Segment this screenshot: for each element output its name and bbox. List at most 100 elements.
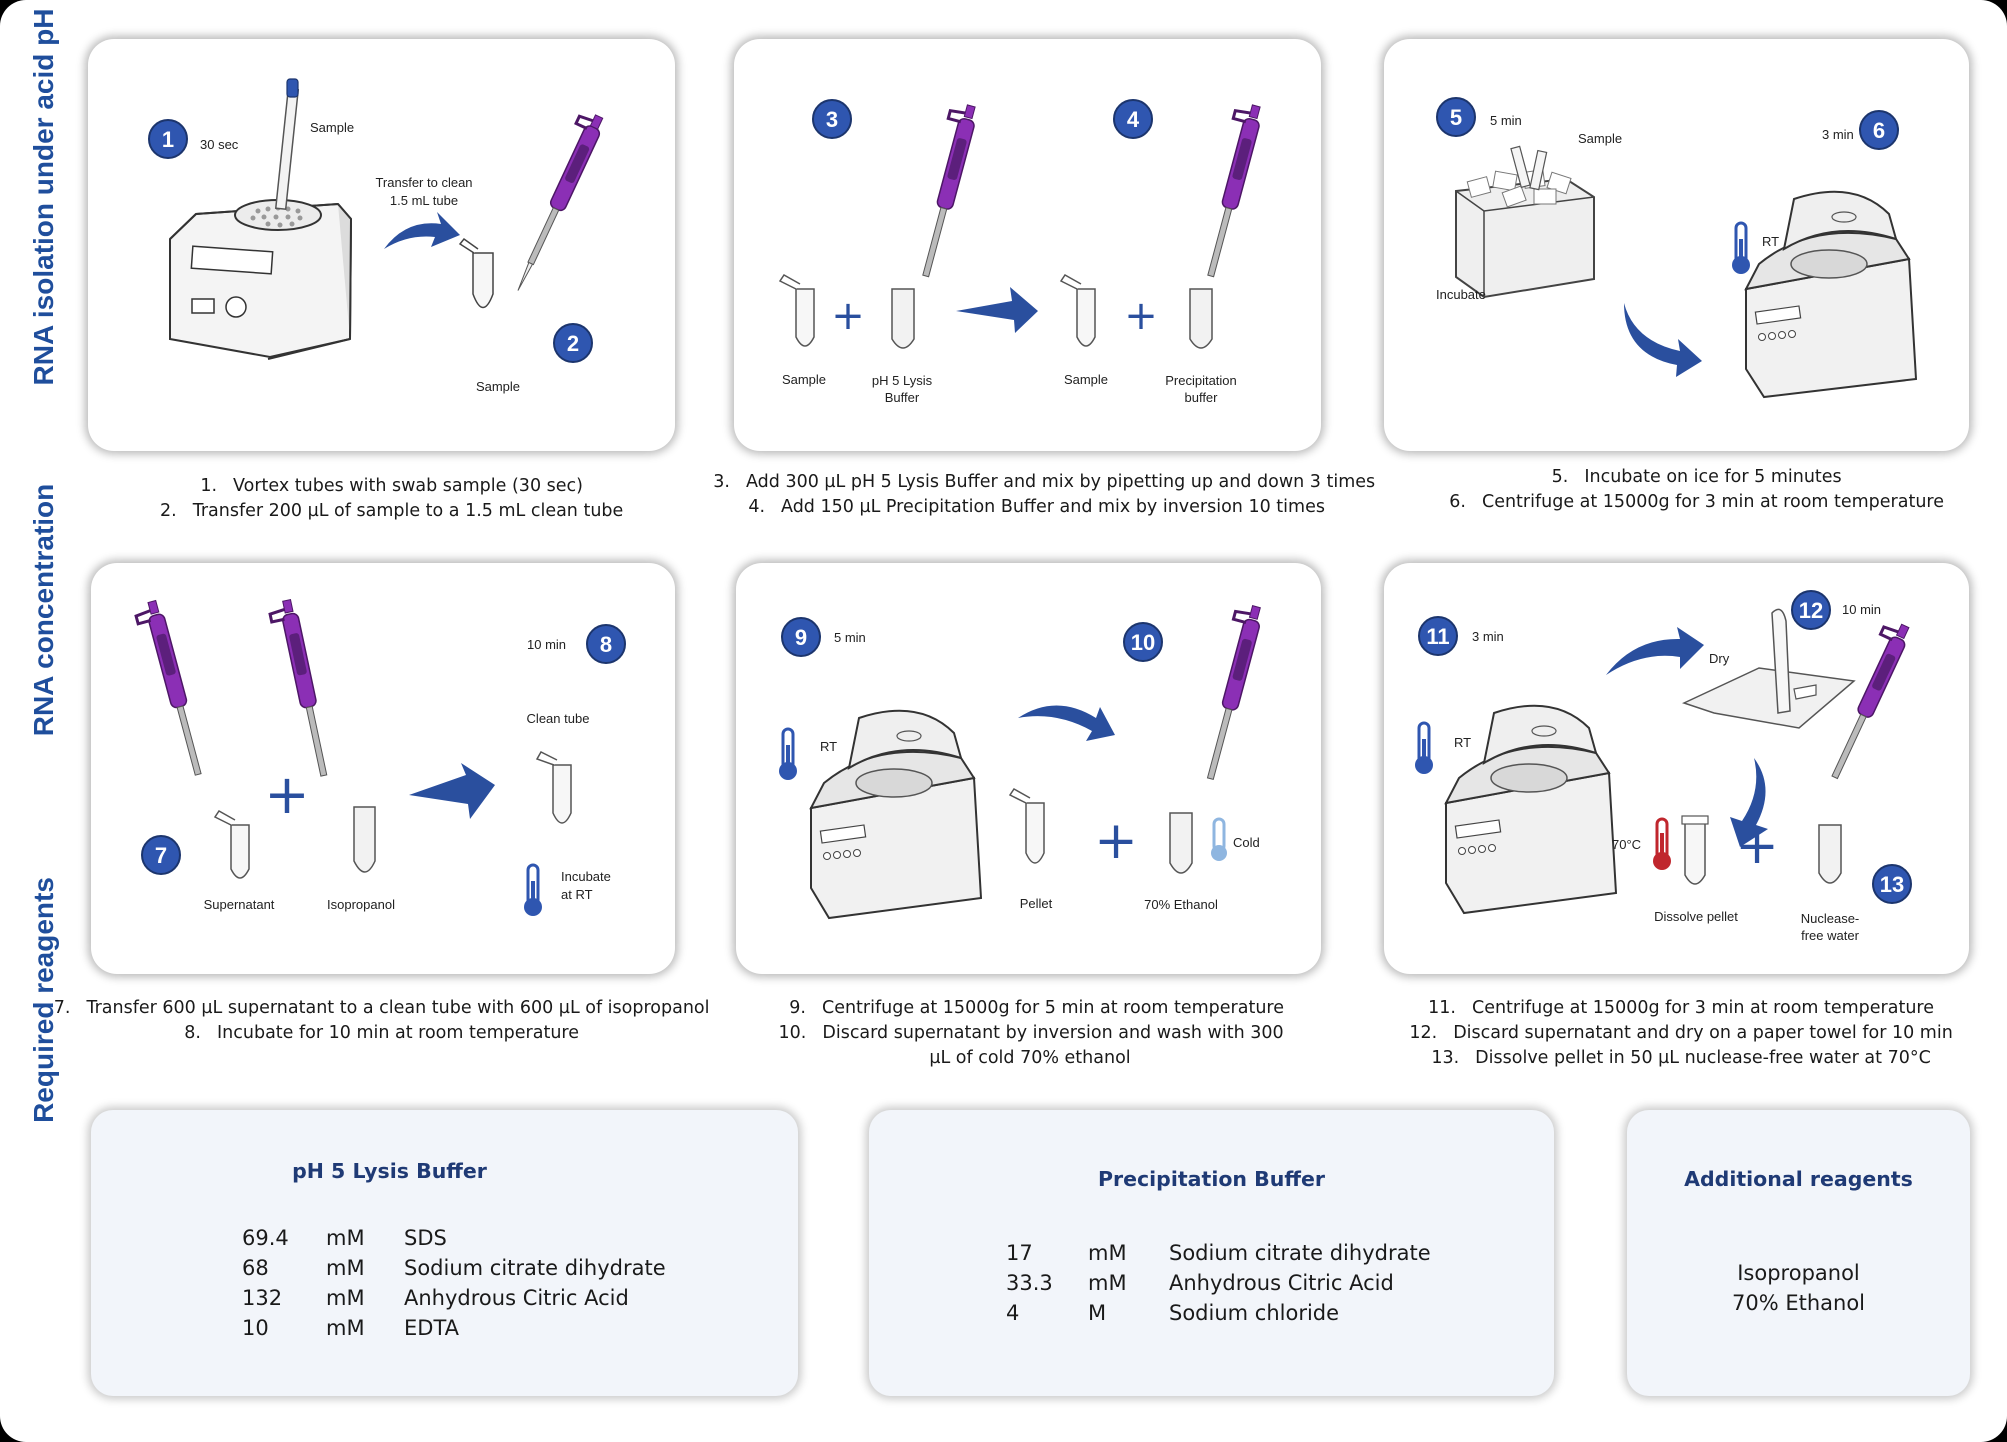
svg-text:6: 6 [1873, 118, 1885, 143]
arrow-icon [1018, 705, 1115, 741]
step-badge-8: 8 [586, 624, 626, 664]
lysis-label-line2: Buffer [885, 390, 920, 405]
rt-label: RT [1454, 735, 1471, 750]
step-line: 5.Incubate on ice for 5 minutes [1551, 467, 1842, 487]
step-badge-6: 6 [1859, 110, 1899, 150]
svg-text:9: 9 [795, 625, 807, 650]
tube-icon [1818, 824, 1842, 884]
panel-1-illustration: 1 30 sec Sample Transfer to clean 1.5 mL… [148, 78, 604, 394]
pipette-icon [1831, 623, 1910, 780]
svg-text:5: 5 [1450, 105, 1462, 130]
step-line: 2.Transfer 200 µL of sample to a 1.5 mL … [160, 501, 624, 521]
thermometer-icon [524, 863, 542, 916]
precip-label-line1: Precipitation [1165, 373, 1237, 388]
arrow-icon [384, 212, 460, 249]
svg-text:13: 13 [1880, 872, 1904, 897]
svg-text:8: 8 [600, 632, 612, 657]
tube-icon [778, 274, 815, 347]
step-line: 11.Centrifuge at 15000g for 3 min at roo… [1428, 998, 1935, 1018]
step-badge-10: 10 [1123, 622, 1163, 662]
pellet-label: Pellet [1020, 896, 1053, 911]
panel-5-illustration: 9 5 min RT 1 [779, 605, 1261, 920]
centrifuge-icon [1444, 704, 1618, 915]
panel-2-illustration: 3 4 Sample + pH [778, 99, 1261, 405]
svg-text:4: 4 [1127, 107, 1140, 132]
steps-caption-1-2: 1.Vortex tubes with swab sample (30 sec)… [140, 474, 630, 524]
plus-icon: + [1735, 816, 1779, 876]
tube-icon [1681, 815, 1709, 885]
tube-icon [1008, 788, 1045, 864]
vortex-mixer-icon [169, 199, 353, 360]
pipette-icon [134, 599, 202, 776]
panel-steps-1-2: 1 30 sec Sample Transfer to clean 1.5 mL… [88, 39, 675, 451]
tube-icon [353, 806, 376, 873]
arrow-icon [409, 763, 495, 819]
arrow-icon [1606, 627, 1704, 675]
plus-icon: + [1094, 811, 1138, 871]
reagent-card-title: Precipitation Buffer [1097, 1167, 1326, 1191]
time-label: 10 min [1842, 602, 1881, 617]
step-badge-13: 13 [1872, 864, 1912, 904]
plus-icon: + [1124, 293, 1158, 339]
dry-label: Dry [1709, 651, 1730, 666]
step-line: 4.Add 150 µL Precipitation Buffer and mi… [748, 497, 1325, 517]
step-line: µL of cold 70% ethanol [929, 1048, 1131, 1068]
step-line: 12.Discard supernatant and dry on a pape… [1409, 1023, 1953, 1043]
step-badge-9: 9 [781, 617, 821, 657]
precip-label-line2: buffer [1184, 390, 1218, 405]
isopropanol-label: Isopropanol [327, 897, 395, 912]
water-label-line1: Nuclease- [1801, 911, 1860, 926]
reagent-item: Isopropanol [1737, 1261, 1860, 1285]
thermometer-icon [1415, 721, 1433, 774]
sample-label: Sample [1064, 372, 1108, 387]
arrow-icon [1730, 758, 1768, 847]
centrifuge-icon [1744, 190, 1918, 399]
centrifuge-icon [809, 709, 983, 920]
step-badge-5: 5 [1436, 97, 1476, 137]
svg-text:11: 11 [1426, 624, 1449, 649]
time-label: 5 min [834, 630, 866, 645]
transfer-label-line2: 1.5 mL tube [390, 193, 458, 208]
svg-text:12: 12 [1799, 598, 1823, 623]
step-line: 1.Vortex tubes with swab sample (30 sec) [200, 476, 583, 496]
time-label: 3 min [1822, 127, 1854, 142]
temperature-label: 70°C [1612, 837, 1641, 852]
clean-tube-label: Clean tube [527, 711, 590, 726]
rt-label: RT [820, 739, 837, 754]
reagent-item: 70% Ethanol [1731, 1291, 1866, 1315]
section-label-concentration: RNA concentration [28, 483, 59, 737]
tube-icon [891, 288, 915, 349]
arrow-icon [956, 287, 1038, 333]
pipette-icon [517, 114, 604, 291]
panel-steps-9-10: 9 5 min RT 1 [736, 563, 1321, 974]
reagent-card-title: pH 5 Lysis Buffer [292, 1159, 487, 1183]
panel-steps-3-4: 3 4 Sample + pH [734, 39, 1321, 451]
reagent-card-additional: Additional reagents Isopropanol 70% Etha… [1627, 1110, 1970, 1396]
step-line: 8.Incubate for 10 min at room temperatur… [184, 1023, 579, 1043]
swab-tube-icon [274, 78, 300, 211]
step-line: 7.Transfer 600 µL supernatant to a clean… [53, 998, 710, 1018]
svg-text:3: 3 [826, 107, 838, 132]
step-badge-3: 3 [812, 99, 852, 139]
tube-icon [535, 751, 572, 824]
tube-icon [213, 810, 250, 879]
steps-caption-11-13: 11.Centrifuge at 15000g for 3 min at roo… [1400, 996, 1960, 1071]
thermometer-icon [779, 727, 797, 780]
pipette-icon [922, 104, 976, 278]
plus-icon: + [831, 293, 865, 339]
svg-text:7: 7 [155, 843, 167, 868]
incubate-label-line2: at RT [561, 887, 593, 902]
tube-icon [458, 237, 494, 309]
svg-text:10: 10 [1131, 630, 1155, 655]
lysis-label-line1: pH 5 Lysis [872, 373, 933, 388]
thermometer-icon [1732, 221, 1750, 274]
section-label-isolation: RNA isolation under acid pH [28, 8, 59, 386]
steps-caption-3-4: 3.Add 300 µL pH 5 Lysis Buffer and mix b… [700, 470, 1375, 520]
panel-steps-7-8: + 8 10 min Clean tube [91, 563, 675, 974]
step-badge-12: 12 [1791, 590, 1831, 630]
step-line: 6.Centrifuge at 15000g for 3 min at room… [1449, 492, 1945, 512]
step-line: 13.Dissolve pellet in 50 µL nuclease-fre… [1431, 1048, 1931, 1068]
